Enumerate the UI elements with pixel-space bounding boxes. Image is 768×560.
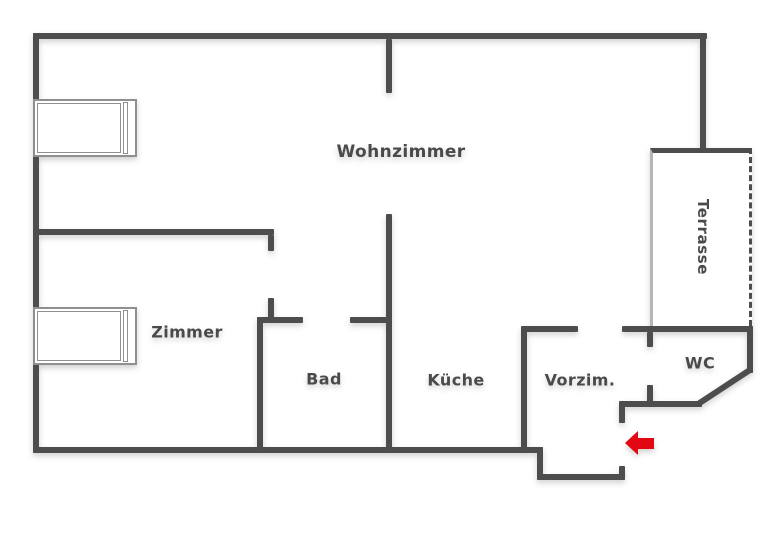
room-label-kueche: Küche <box>427 370 485 390</box>
vorzimmer-wall-top-left <box>521 326 578 332</box>
zimmer-partition-wall <box>33 229 274 235</box>
wc-door-jamb-lower <box>647 385 653 405</box>
bed-headboard-icon <box>123 310 128 362</box>
outer-wall-bottom <box>33 447 543 453</box>
terrace-area <box>650 148 752 326</box>
wc-wall-bottom <box>622 401 702 407</box>
entry-wall-step <box>537 447 543 480</box>
entry-door-jamb-upper <box>619 401 625 423</box>
bad-wall-top-left <box>257 317 303 323</box>
kueche-vorzimmer-wall <box>521 327 527 453</box>
outer-wall-left <box>33 33 39 453</box>
entrance-arrow-head <box>625 431 638 455</box>
outer-wall-right <box>700 33 706 151</box>
entrance-arrow-tail <box>637 438 654 449</box>
zimmer-door-jamb-upper <box>268 235 274 251</box>
room-label-wc: WC <box>684 353 716 373</box>
entry-wall-bottom <box>537 474 625 480</box>
bad-wall-top-right <box>350 317 392 323</box>
kueche-partition-wall <box>386 214 392 453</box>
outer-wall-top <box>33 33 707 39</box>
room-label-zimmer: Zimmer <box>151 322 223 342</box>
room-label-terrasse: Terrasse <box>694 198 712 276</box>
wc-wall-right <box>747 326 753 373</box>
zimmer-door-jamb-lower <box>268 298 274 318</box>
vorzimmer-wall-top-right <box>622 326 753 332</box>
bed-mattress-icon <box>37 311 121 361</box>
entrance-arrow-icon <box>625 431 654 456</box>
bad-wall-left <box>257 317 263 453</box>
room-label-bad: Bad <box>306 369 342 389</box>
bed-headboard-icon <box>123 102 128 154</box>
wc-wall-diagonal <box>696 366 753 407</box>
entry-door-jamb-lower <box>619 466 625 480</box>
bed-mattress-icon <box>37 103 121 153</box>
wc-door-jamb-upper <box>647 332 653 347</box>
room-label-vorzimmer: Vorzim. <box>544 370 616 390</box>
bed-icon <box>33 307 137 365</box>
wohnzimmer-partition-stub <box>386 39 392 93</box>
bed-icon <box>33 99 137 157</box>
room-label-wohnzimmer: Wohnzimmer <box>336 142 466 162</box>
